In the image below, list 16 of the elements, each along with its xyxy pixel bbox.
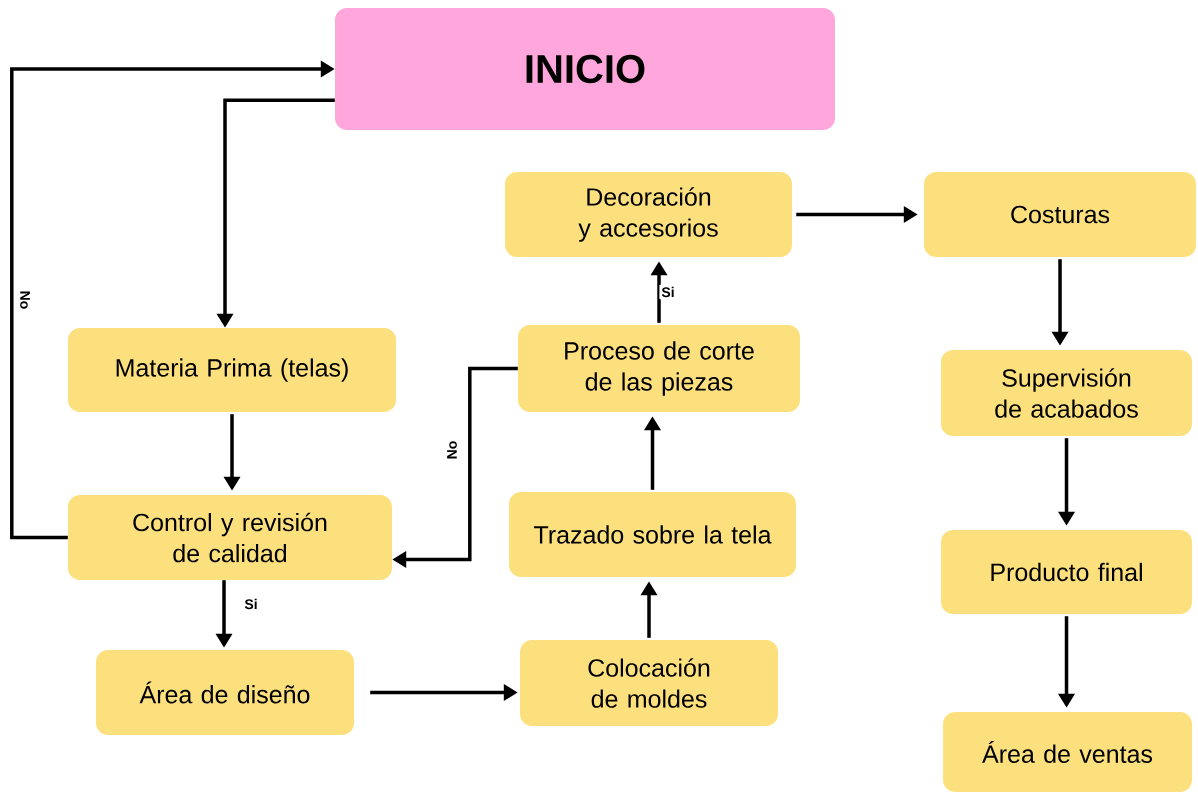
process-box: Decoración y accesorios bbox=[505, 172, 792, 257]
process-box: Trazado sobre la tela bbox=[509, 492, 796, 577]
process-box: Materia Prima (telas) bbox=[68, 328, 396, 412]
process-box: Colocación de moldes bbox=[520, 640, 778, 726]
process-box: Producto final bbox=[941, 530, 1192, 614]
process-box: Control y revisión de calidad bbox=[68, 495, 392, 580]
process-box: Área de diseño bbox=[96, 650, 354, 735]
edge-label: Si bbox=[242, 596, 260, 612]
start-box: INICIO bbox=[335, 8, 835, 130]
edge-label: Si bbox=[659, 284, 677, 300]
process-box: Supervisión de acabados bbox=[941, 350, 1192, 436]
process-box: Proceso de corte de las piezas bbox=[518, 325, 800, 412]
process-box: Costuras bbox=[924, 172, 1196, 257]
edge-label: No bbox=[445, 438, 459, 462]
process-box: Área de ventas bbox=[943, 712, 1192, 792]
edge-label: No bbox=[18, 288, 32, 312]
